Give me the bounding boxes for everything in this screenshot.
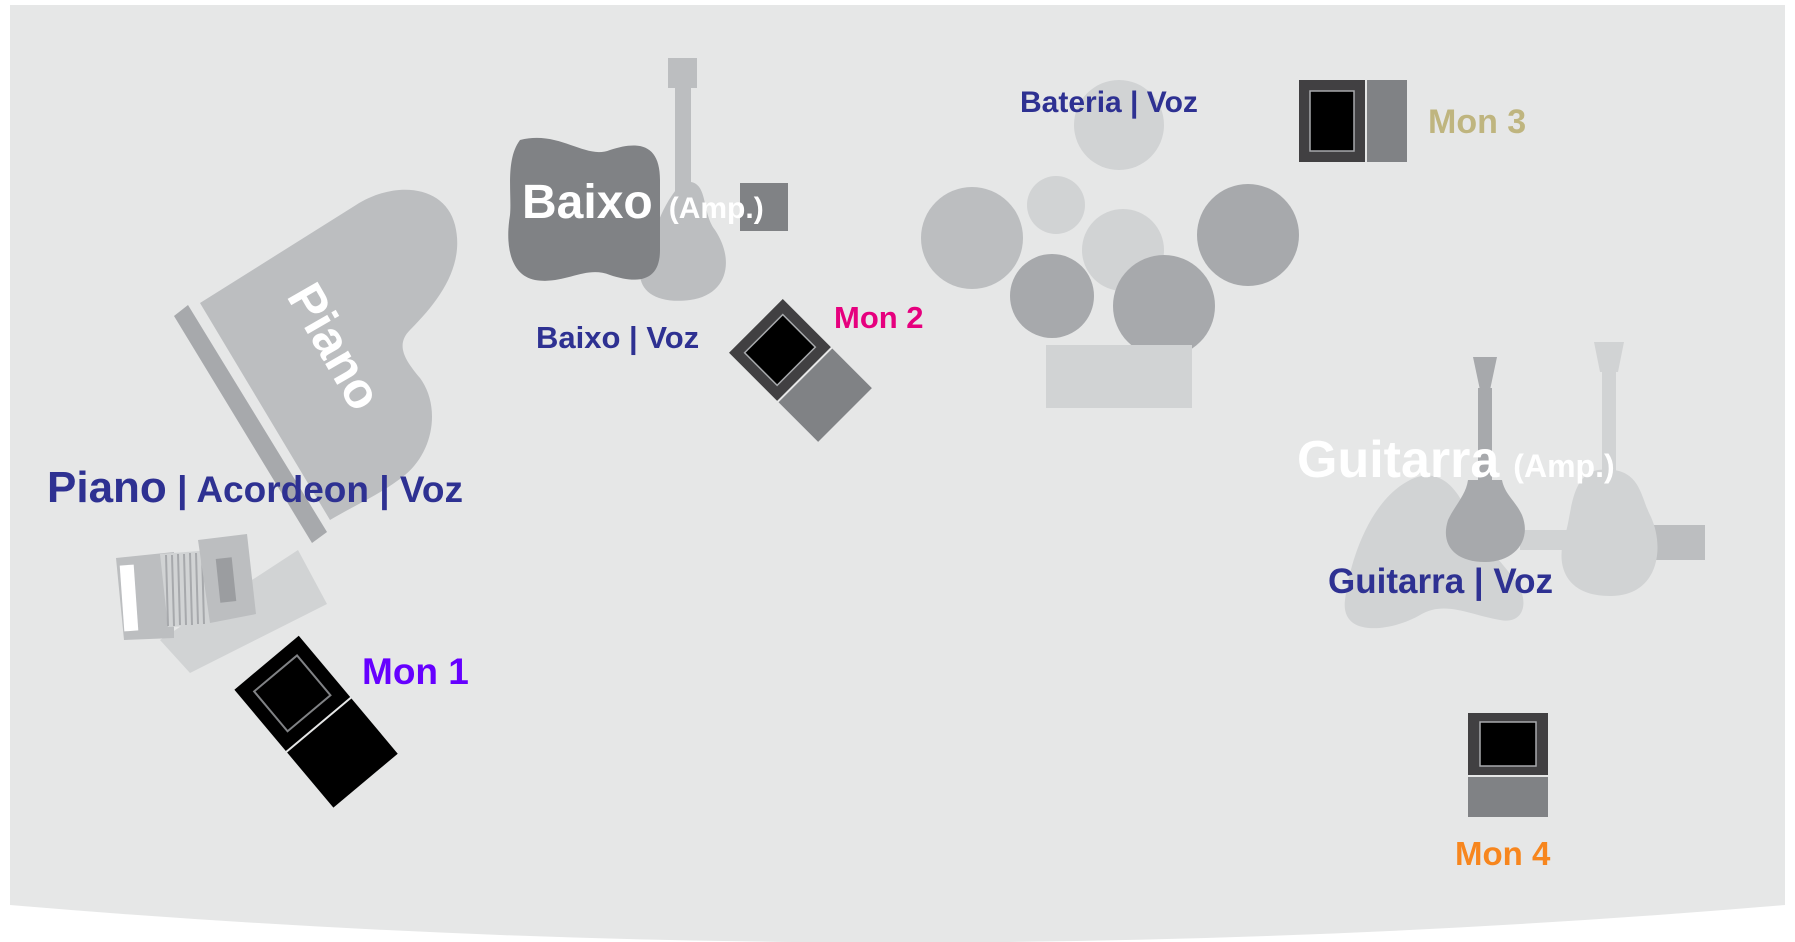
monitor-3-label: Mon 3 — [1428, 103, 1526, 141]
monitor-3-icon — [1299, 80, 1407, 162]
bass-amp-label: Baixo (Amp.) — [522, 176, 764, 229]
drum-kit-icon — [921, 80, 1299, 408]
monitor-4-icon — [1468, 713, 1548, 817]
monitor-2-icon — [729, 299, 872, 442]
bass-position-label: Baixo | Voz — [536, 320, 699, 355]
acoustic-guitar-icon — [1561, 342, 1658, 597]
bass-amp-suffix: (Amp.) — [669, 192, 764, 225]
monitor-2-label: Mon 2 — [834, 300, 924, 335]
monitor-1-icon — [234, 635, 398, 808]
bass-amp-name: Baixo — [522, 176, 653, 229]
electric-guitar-icon — [1445, 357, 1525, 562]
drums-position-label: Bateria | Voz — [1020, 86, 1198, 119]
guitar-amp-suffix: (Amp.) — [1513, 448, 1614, 484]
guitar-amp-name: Guitarra — [1297, 431, 1500, 489]
piano-position-label: Piano | Acordeon | Voz — [47, 463, 463, 512]
bass-guitar-icon — [640, 58, 726, 301]
piano-position-label-piano: Piano — [47, 463, 167, 512]
guitar-position-label: Guitarra | Voz — [1328, 562, 1553, 601]
accordion-icon — [116, 534, 327, 673]
guitar-amp-label: Guitarra (Amp.) — [1297, 431, 1615, 489]
monitor-1-label: Mon 1 — [362, 651, 469, 692]
bass-amp-icon — [508, 137, 788, 281]
piano-position-label-rest: | Acordeon | Voz — [167, 469, 463, 511]
grand-piano-icon: Piano — [174, 189, 458, 543]
monitor-4-label: Mon 4 — [1455, 835, 1551, 872]
